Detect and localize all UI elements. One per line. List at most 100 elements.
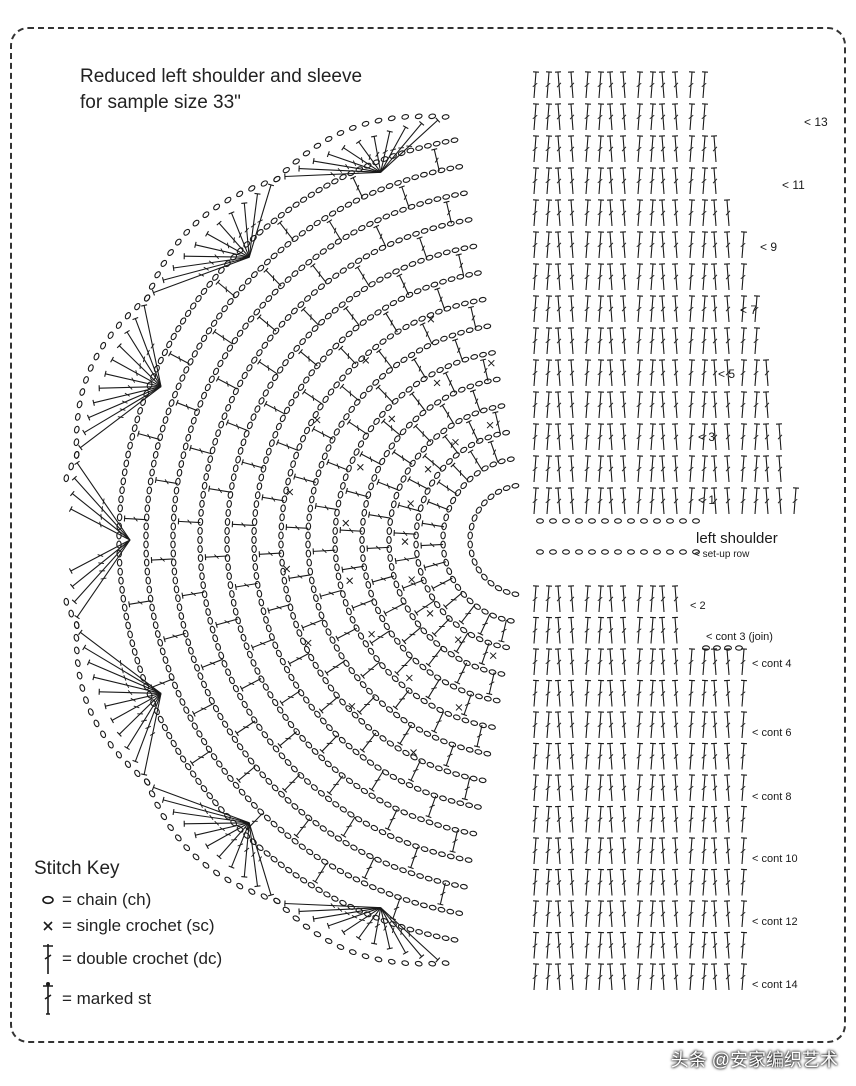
chain-stitch bbox=[422, 284, 430, 291]
chain-stitch bbox=[406, 926, 415, 933]
dc-bar bbox=[660, 210, 666, 216]
dc-bar bbox=[584, 498, 590, 504]
chain-stitch bbox=[87, 708, 94, 716]
dc-bar bbox=[224, 620, 230, 624]
dc-top bbox=[312, 915, 315, 922]
chain-stitch bbox=[217, 712, 224, 721]
double-crochet-icon bbox=[34, 942, 62, 976]
dc-bar bbox=[584, 943, 590, 948]
chain-stitch bbox=[149, 603, 155, 612]
dc-bar bbox=[740, 498, 746, 504]
dc-bar bbox=[384, 356, 387, 363]
chain-stitch bbox=[145, 495, 151, 504]
chain-stitch bbox=[232, 387, 239, 396]
dc-bar bbox=[712, 210, 718, 216]
dc-bar bbox=[688, 242, 694, 248]
chain-stitch bbox=[418, 758, 426, 765]
chain-stitch bbox=[465, 327, 474, 334]
dc-bar bbox=[402, 531, 408, 537]
dc-bar bbox=[556, 974, 562, 980]
chain-stitch bbox=[256, 349, 263, 357]
dc-bar bbox=[673, 402, 679, 408]
row-label: < cont 8 bbox=[752, 791, 791, 803]
chain-stitch bbox=[416, 873, 424, 879]
dc-top bbox=[461, 797, 468, 801]
chain-stitch bbox=[441, 522, 447, 531]
dc-bar bbox=[226, 242, 230, 249]
dc-bar bbox=[390, 148, 397, 151]
chain-stitch bbox=[702, 645, 710, 651]
dc-bar bbox=[608, 146, 614, 152]
chain-stitch bbox=[333, 428, 340, 436]
chain-stitch bbox=[395, 836, 403, 843]
chain-stitch bbox=[420, 902, 428, 909]
chain-stitch bbox=[471, 410, 480, 417]
dc-bar bbox=[740, 785, 746, 791]
chain-stitch bbox=[76, 400, 83, 409]
dc-bar bbox=[244, 583, 250, 588]
dc-top bbox=[371, 942, 378, 945]
chain-stitch bbox=[336, 205, 345, 213]
chain-stitch bbox=[459, 883, 468, 890]
chain-stitch bbox=[145, 576, 151, 585]
row-label: < cont 14 bbox=[752, 979, 798, 991]
dc-bar bbox=[673, 370, 679, 376]
dc-bar bbox=[475, 457, 478, 464]
dc-top bbox=[239, 685, 244, 692]
chain-stitch bbox=[379, 662, 386, 670]
chain-stitch bbox=[125, 450, 131, 459]
chain-stitch bbox=[121, 468, 128, 477]
chain-stitch bbox=[152, 621, 159, 630]
sc-stitch bbox=[348, 702, 356, 710]
dc-bar bbox=[545, 722, 551, 728]
chain-stitch bbox=[433, 196, 442, 202]
chain-stitch bbox=[424, 875, 433, 882]
dc-bar bbox=[621, 210, 627, 216]
dc-bar bbox=[712, 943, 718, 948]
dc-bar bbox=[199, 802, 203, 808]
dc-bar bbox=[660, 659, 666, 665]
chain-stitch bbox=[466, 383, 475, 390]
dc-bar bbox=[349, 528, 354, 534]
chain-stitch bbox=[369, 884, 377, 891]
chain-stitch bbox=[200, 490, 206, 499]
dc-bar bbox=[636, 880, 642, 885]
chain-stitch bbox=[251, 545, 257, 553]
chain-stitch bbox=[228, 395, 235, 404]
chain-stitch bbox=[188, 646, 194, 655]
chain-stitch bbox=[433, 878, 442, 884]
dc-bar bbox=[673, 274, 679, 280]
chain-stitch bbox=[460, 590, 468, 598]
dc-top bbox=[257, 358, 262, 365]
diagram-frame bbox=[10, 27, 846, 1043]
dc-bar bbox=[712, 785, 718, 791]
dc-bar bbox=[636, 114, 642, 120]
chain-stitch bbox=[279, 414, 286, 423]
chain-stitch bbox=[479, 407, 488, 414]
chain-stitch bbox=[653, 549, 661, 555]
dc-bar bbox=[649, 848, 655, 854]
dc-bar bbox=[532, 659, 538, 665]
chain-stitch bbox=[536, 518, 544, 524]
dc-top bbox=[391, 449, 396, 455]
chain-stitch bbox=[254, 580, 261, 589]
chain-stitch bbox=[143, 540, 149, 549]
chain-stitch bbox=[201, 590, 208, 599]
chain-stitch bbox=[423, 730, 432, 737]
dc-bar bbox=[556, 274, 562, 280]
chain-stitch bbox=[279, 513, 285, 522]
chain-stitch bbox=[312, 661, 319, 670]
chain-stitch bbox=[244, 795, 252, 803]
dc-bar bbox=[712, 146, 718, 152]
chain-stitch bbox=[415, 929, 423, 935]
chain-stitch bbox=[497, 458, 506, 465]
chain-stitch bbox=[238, 284, 246, 292]
chain-stitch bbox=[452, 714, 461, 721]
chain-stitch bbox=[420, 445, 428, 453]
dc-top bbox=[369, 640, 374, 646]
dc-bar bbox=[556, 754, 562, 759]
chain-stitch bbox=[502, 644, 511, 651]
chain-stitch bbox=[227, 490, 234, 499]
dc-bar bbox=[712, 659, 718, 665]
chain-stitch bbox=[180, 620, 187, 629]
